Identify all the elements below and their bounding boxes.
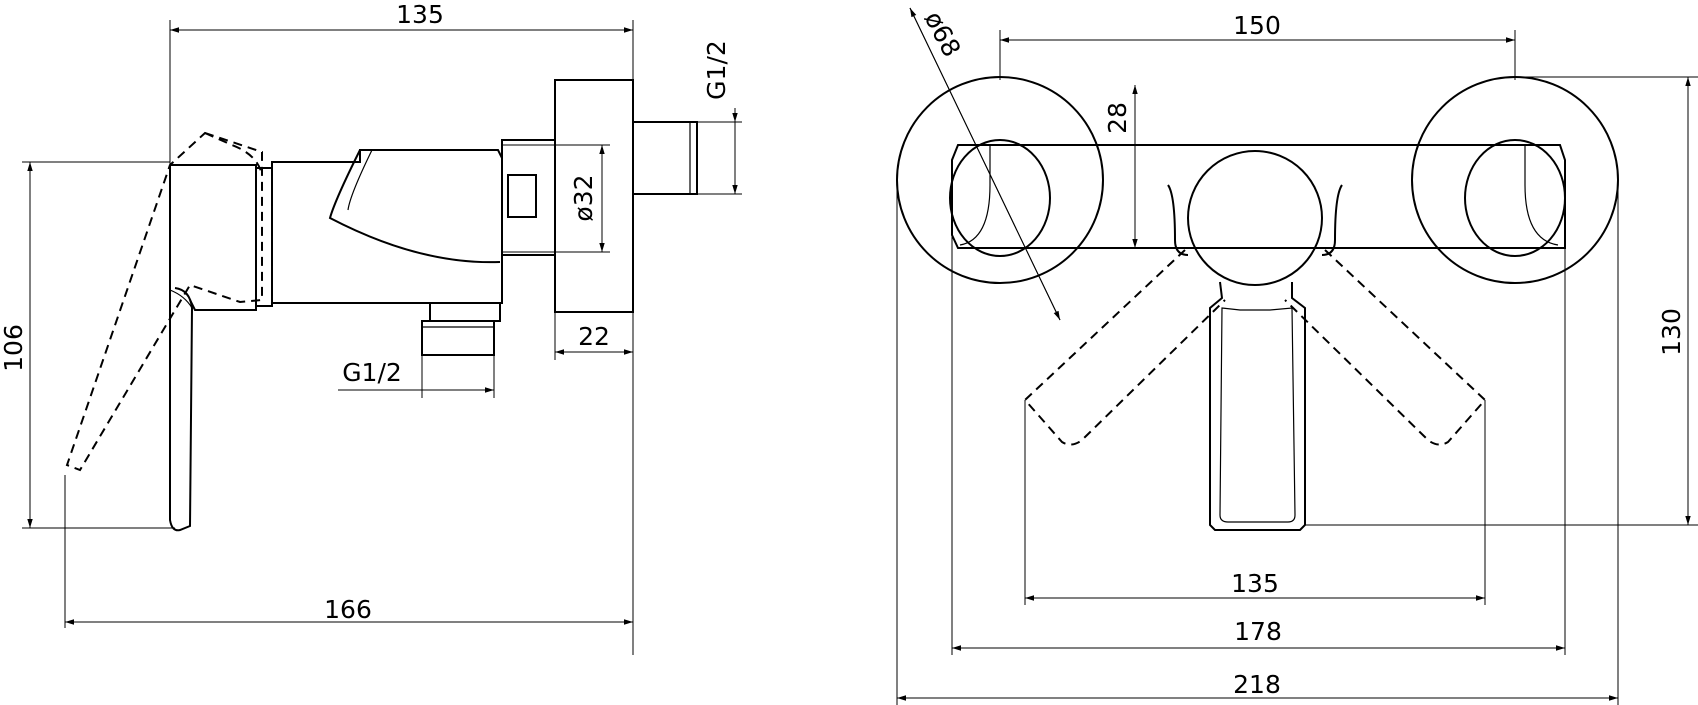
dim-22: 22 <box>578 322 610 351</box>
side-view: 135 106 166 ø32 G1/2 G1/2 22 <box>0 0 742 655</box>
dim-218: 218 <box>1233 670 1281 699</box>
handle-dashed <box>65 131 263 472</box>
dim-135-side: 135 <box>396 0 444 29</box>
lever-collar <box>255 167 273 307</box>
mixer-bar <box>951 144 1566 249</box>
dim-g12-side: G1/2 <box>702 40 731 100</box>
dim-106: 106 <box>0 324 28 372</box>
front-view: ø68 150 28 130 135 178 218 <box>896 6 1698 705</box>
right-escutcheon <box>1411 76 1619 284</box>
dim-150: 150 <box>1233 11 1281 40</box>
left-escutcheon <box>896 76 1104 284</box>
dim-166: 166 <box>324 595 372 624</box>
front-handle-dashed-left <box>1023 249 1226 446</box>
outlet-thread <box>421 320 495 356</box>
connector-nut <box>501 139 556 256</box>
front-handle-solid <box>1209 281 1306 531</box>
dim-28: 28 <box>1103 102 1132 134</box>
central-cartridge <box>1187 150 1323 286</box>
dim-135-front: 135 <box>1231 569 1279 598</box>
inlet-pipe <box>632 121 698 195</box>
dim-130: 130 <box>1657 308 1686 356</box>
mixer-body <box>271 149 503 304</box>
front-handle-dashed-right <box>1284 249 1487 446</box>
dim-g12-bottom: G1/2 <box>342 358 402 387</box>
outlet-fitting <box>429 302 501 322</box>
handle-solid <box>169 165 194 532</box>
dim-178: 178 <box>1234 617 1282 646</box>
dim-d32: ø32 <box>569 174 598 221</box>
dim-d68: ø68 <box>919 6 967 61</box>
